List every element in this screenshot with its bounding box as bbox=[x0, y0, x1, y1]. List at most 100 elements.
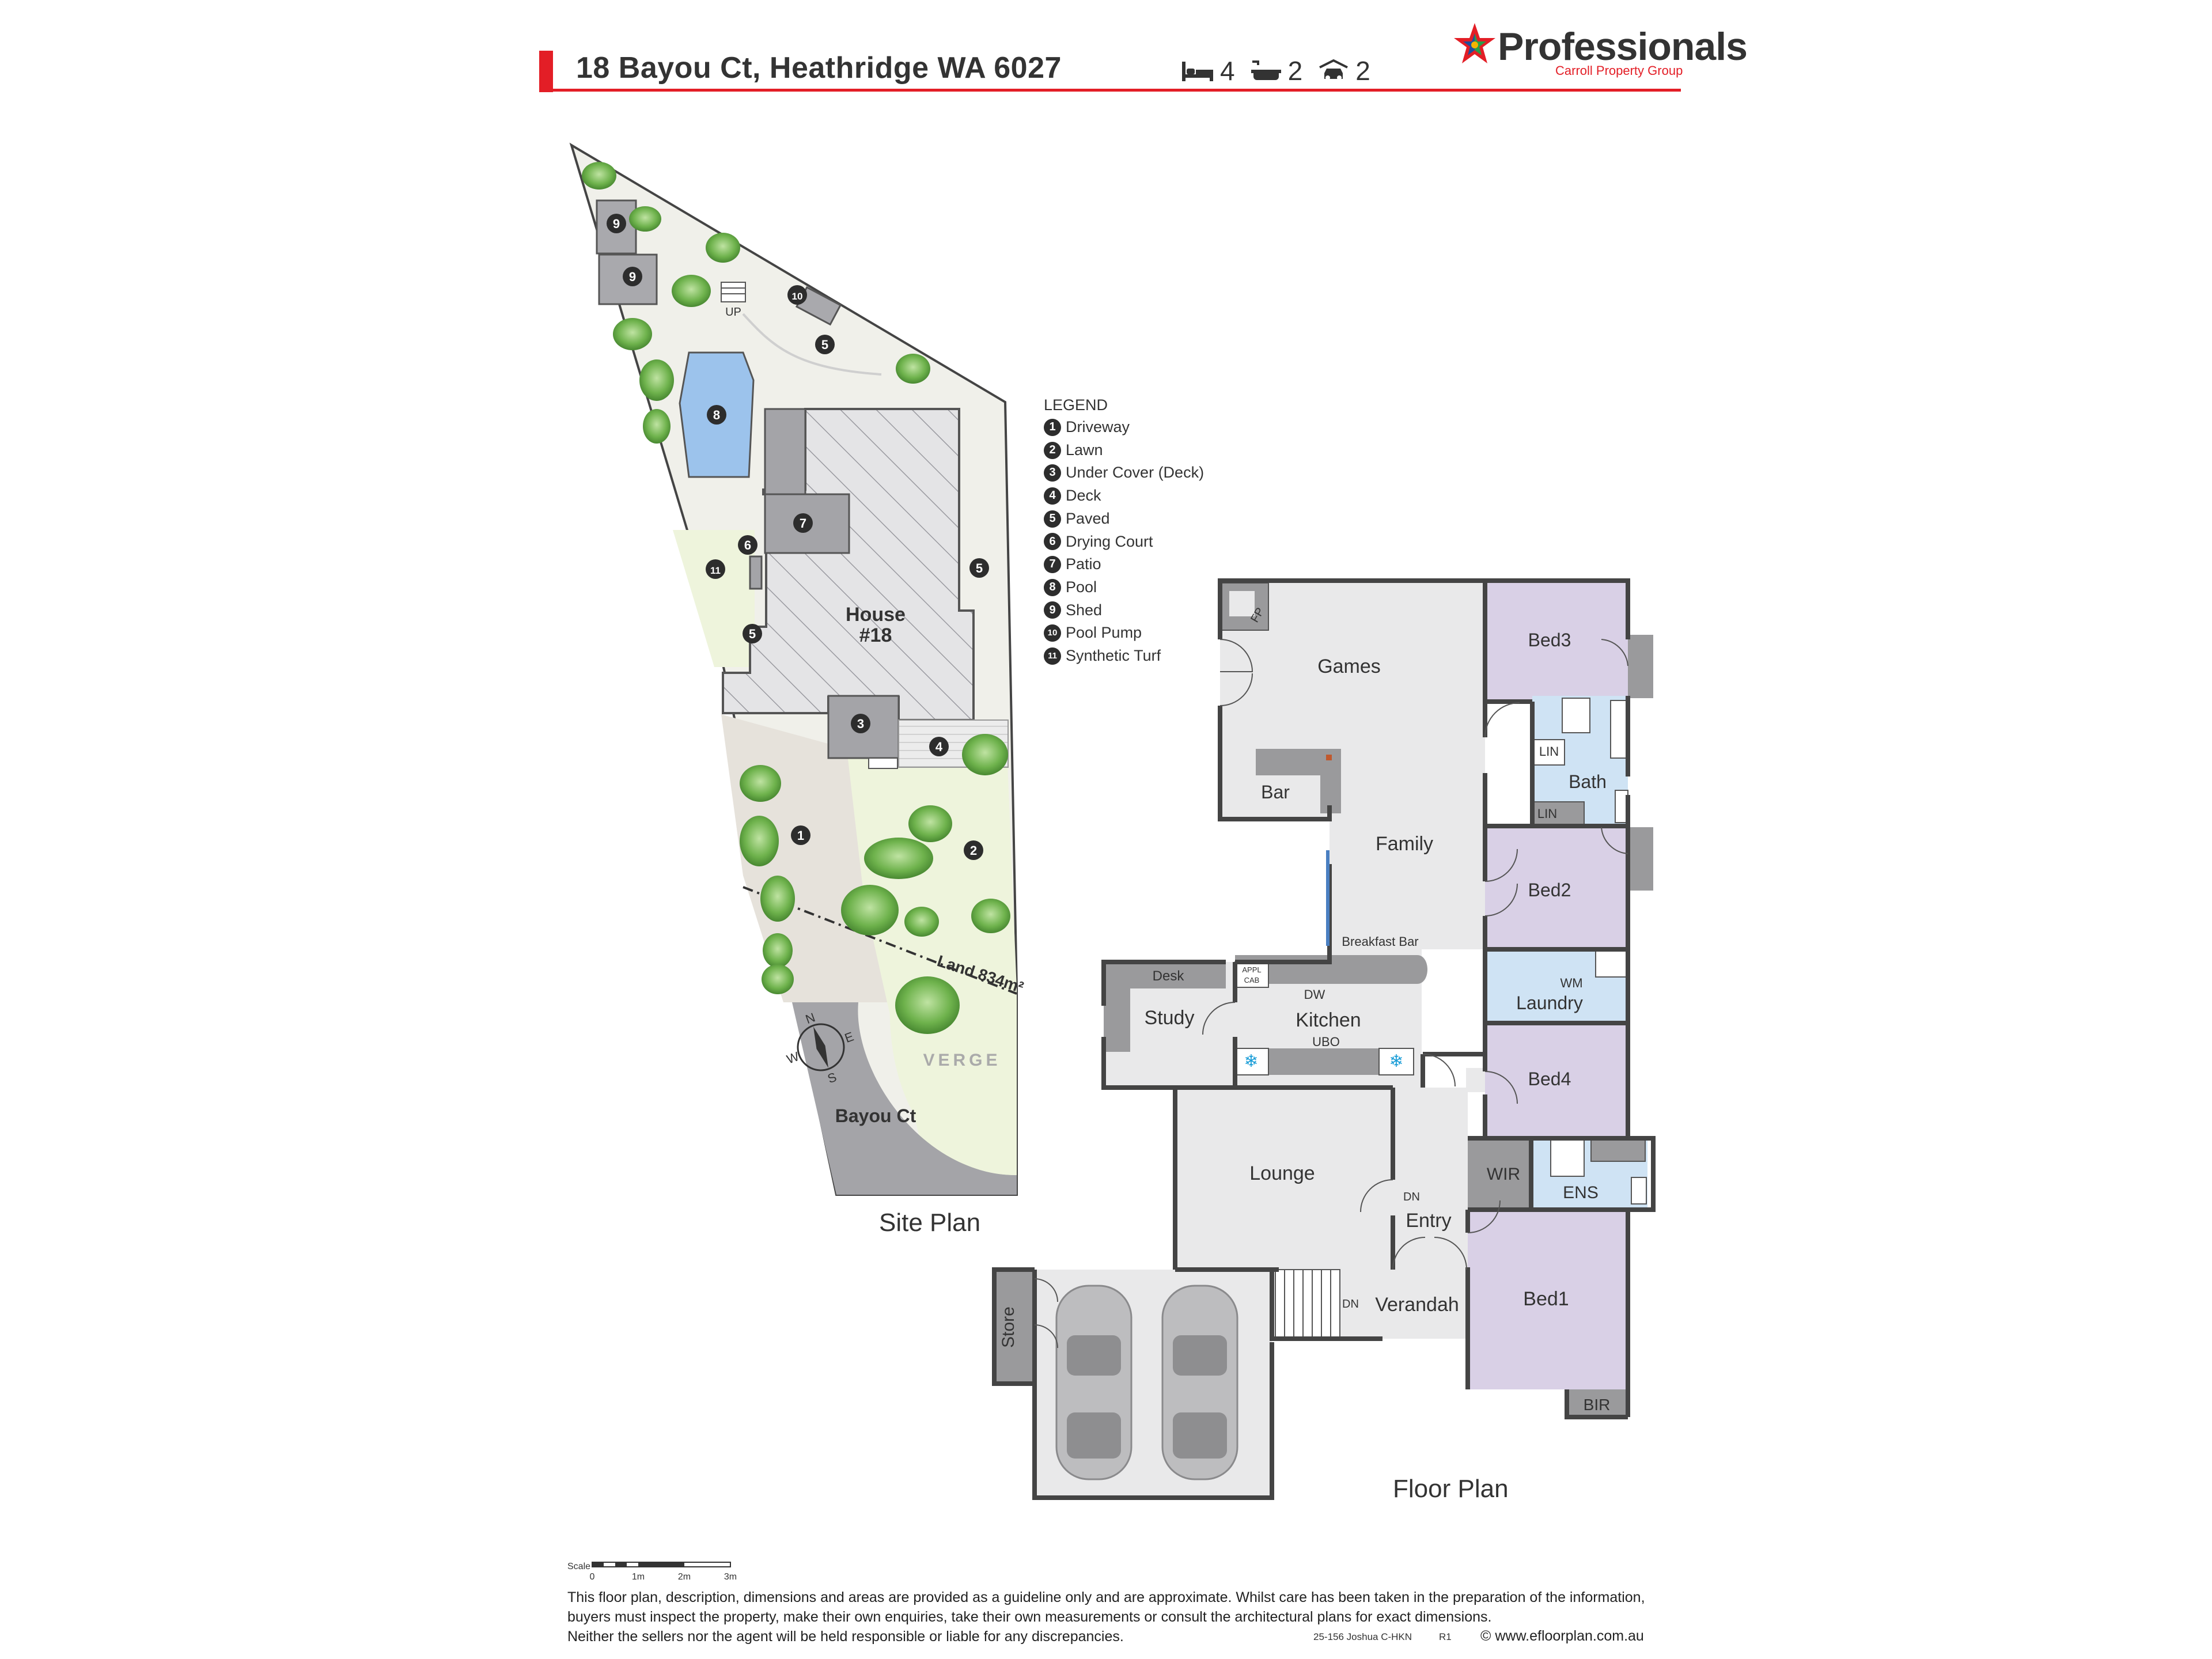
footer-code: 25-156 Joshua C-HKN bbox=[1313, 1631, 1412, 1642]
svg-text:9: 9 bbox=[613, 217, 620, 231]
svg-text:1: 1 bbox=[797, 828, 804, 843]
legend-item-label: Paved bbox=[1066, 509, 1110, 527]
svg-text:5: 5 bbox=[976, 561, 983, 575]
car-icon bbox=[1319, 59, 1349, 80]
bath-label: Bath bbox=[1569, 771, 1607, 792]
svg-text:9: 9 bbox=[629, 270, 636, 284]
store-label: Store bbox=[999, 1306, 1018, 1348]
fridge-left bbox=[1233, 1048, 1269, 1075]
site-marker-paved-top: 5 bbox=[815, 335, 835, 354]
bed2-room bbox=[1485, 826, 1628, 949]
garage-count: 2 bbox=[1355, 56, 1370, 86]
bathtub bbox=[1610, 700, 1627, 759]
svg-text:11: 11 bbox=[710, 565, 721, 576]
wir-label: WIR bbox=[1487, 1165, 1520, 1184]
verandah-label: Verandah bbox=[1375, 1294, 1459, 1316]
logo-subtitle: Carroll Property Group bbox=[1555, 63, 1683, 78]
disclaimer-line-1: This floor plan, description, dimensions… bbox=[567, 1589, 1645, 1605]
legend-number-badge: 10 bbox=[1044, 624, 1061, 642]
property-stats: 4 2 2 bbox=[1181, 55, 1370, 86]
street-area bbox=[792, 1002, 1017, 1195]
scale-tick-2: 2m bbox=[678, 1572, 691, 1582]
scale-tick-1: 1m bbox=[632, 1572, 645, 1582]
legend-item-label: Deck bbox=[1066, 487, 1101, 505]
bir-room bbox=[1567, 1389, 1628, 1417]
site-marker-patio: 7 bbox=[793, 513, 813, 533]
pool-steps bbox=[721, 282, 746, 302]
bir-label: BIR bbox=[1584, 1396, 1611, 1414]
desk-label: Desk bbox=[1153, 968, 1185, 984]
fridge-right bbox=[1378, 1048, 1414, 1075]
legend-item: 7 Patio bbox=[1044, 553, 1204, 576]
legend-item-label: Shed bbox=[1066, 601, 1103, 619]
floor-plan-title: Floor Plan bbox=[1393, 1475, 1509, 1503]
svg-text:4: 4 bbox=[935, 740, 943, 754]
lin-label-2: LIN bbox=[1537, 806, 1557, 821]
ens-label: ENS bbox=[1563, 1183, 1599, 1202]
dn-label-2: DN bbox=[1342, 1298, 1359, 1310]
legend-item-label: Patio bbox=[1066, 555, 1101, 573]
turf-area bbox=[673, 530, 755, 667]
site-marker-shed-b: 9 bbox=[623, 267, 642, 286]
professionals-star-icon bbox=[1454, 23, 1495, 63]
bed1-label: Bed1 bbox=[1523, 1288, 1569, 1310]
entry-label: Entry bbox=[1406, 1210, 1451, 1232]
bed2-label: Bed2 bbox=[1528, 880, 1571, 900]
site-marker-paved-right: 5 bbox=[969, 558, 989, 578]
legend-number-badge: 2 bbox=[1044, 441, 1061, 459]
svg-text:3: 3 bbox=[857, 717, 864, 731]
legend-number-badge: 3 bbox=[1044, 464, 1061, 482]
bed3-label: Bed3 bbox=[1528, 630, 1571, 650]
drying-court bbox=[749, 555, 763, 590]
legend-number-badge: 1 bbox=[1044, 418, 1061, 436]
site-vegetation bbox=[582, 162, 1010, 1034]
appliance-cabinet bbox=[1234, 961, 1269, 988]
logo-wordmark: Professionals bbox=[1498, 25, 1748, 69]
scale-tick-3: 3m bbox=[724, 1572, 737, 1582]
legend-number-badge: 7 bbox=[1044, 556, 1061, 574]
site-marker-turf: 11 bbox=[706, 559, 725, 579]
svg-text:5: 5 bbox=[749, 627, 756, 641]
site-plan-title: Site Plan bbox=[879, 1209, 981, 1237]
house-label: House bbox=[846, 604, 906, 626]
car-icon-left bbox=[1055, 1285, 1132, 1480]
ubo-label: UBO bbox=[1312, 1035, 1340, 1049]
verandah-steps bbox=[1275, 1269, 1340, 1338]
header-accent-bar bbox=[539, 51, 553, 92]
ens-shower bbox=[1550, 1139, 1585, 1177]
bed-icon bbox=[1182, 62, 1213, 81]
breakfast-bar-label: Breakfast Bar bbox=[1342, 934, 1418, 949]
house-footprint bbox=[722, 408, 975, 721]
floor-walls bbox=[992, 578, 1656, 1500]
store-room bbox=[994, 1270, 1036, 1384]
site-marker-shed-a: 9 bbox=[607, 214, 626, 233]
site-marker-pump: 10 bbox=[787, 285, 807, 305]
dn-label-1: DN bbox=[1403, 1191, 1420, 1203]
appl-label: APPL bbox=[1242, 965, 1261, 974]
legend-number-badge: 11 bbox=[1044, 647, 1061, 665]
bed4-room bbox=[1485, 1023, 1628, 1138]
floor-plan: ❄ ❄ bbox=[992, 578, 1656, 1500]
door-swings bbox=[1034, 639, 1628, 1349]
legend-number-badge: 5 bbox=[1044, 510, 1061, 528]
site-marker-lawn: 2 bbox=[964, 840, 983, 860]
cab-label: CAB bbox=[1244, 976, 1260, 984]
verge-area bbox=[889, 990, 1017, 1175]
up-label: UP bbox=[725, 306, 741, 319]
svg-text:7: 7 bbox=[800, 516, 806, 531]
patio-area bbox=[764, 408, 806, 495]
legend-item-label: Pool Pump bbox=[1066, 624, 1142, 642]
patio-area-2 bbox=[764, 493, 850, 554]
property-address: 18 Bayou Ct, Heathridge WA 6027 bbox=[576, 51, 1062, 85]
compass-icon: N S E W bbox=[785, 1010, 855, 1086]
bed3-room bbox=[1485, 581, 1628, 702]
legend-number-badge: 4 bbox=[1044, 487, 1061, 505]
footer-website: © www.efloorplan.com.au bbox=[1480, 1628, 1644, 1644]
disclaimer-line-2: buyers must inspect the property, make t… bbox=[567, 1609, 1492, 1625]
games-label: Games bbox=[1317, 656, 1381, 677]
